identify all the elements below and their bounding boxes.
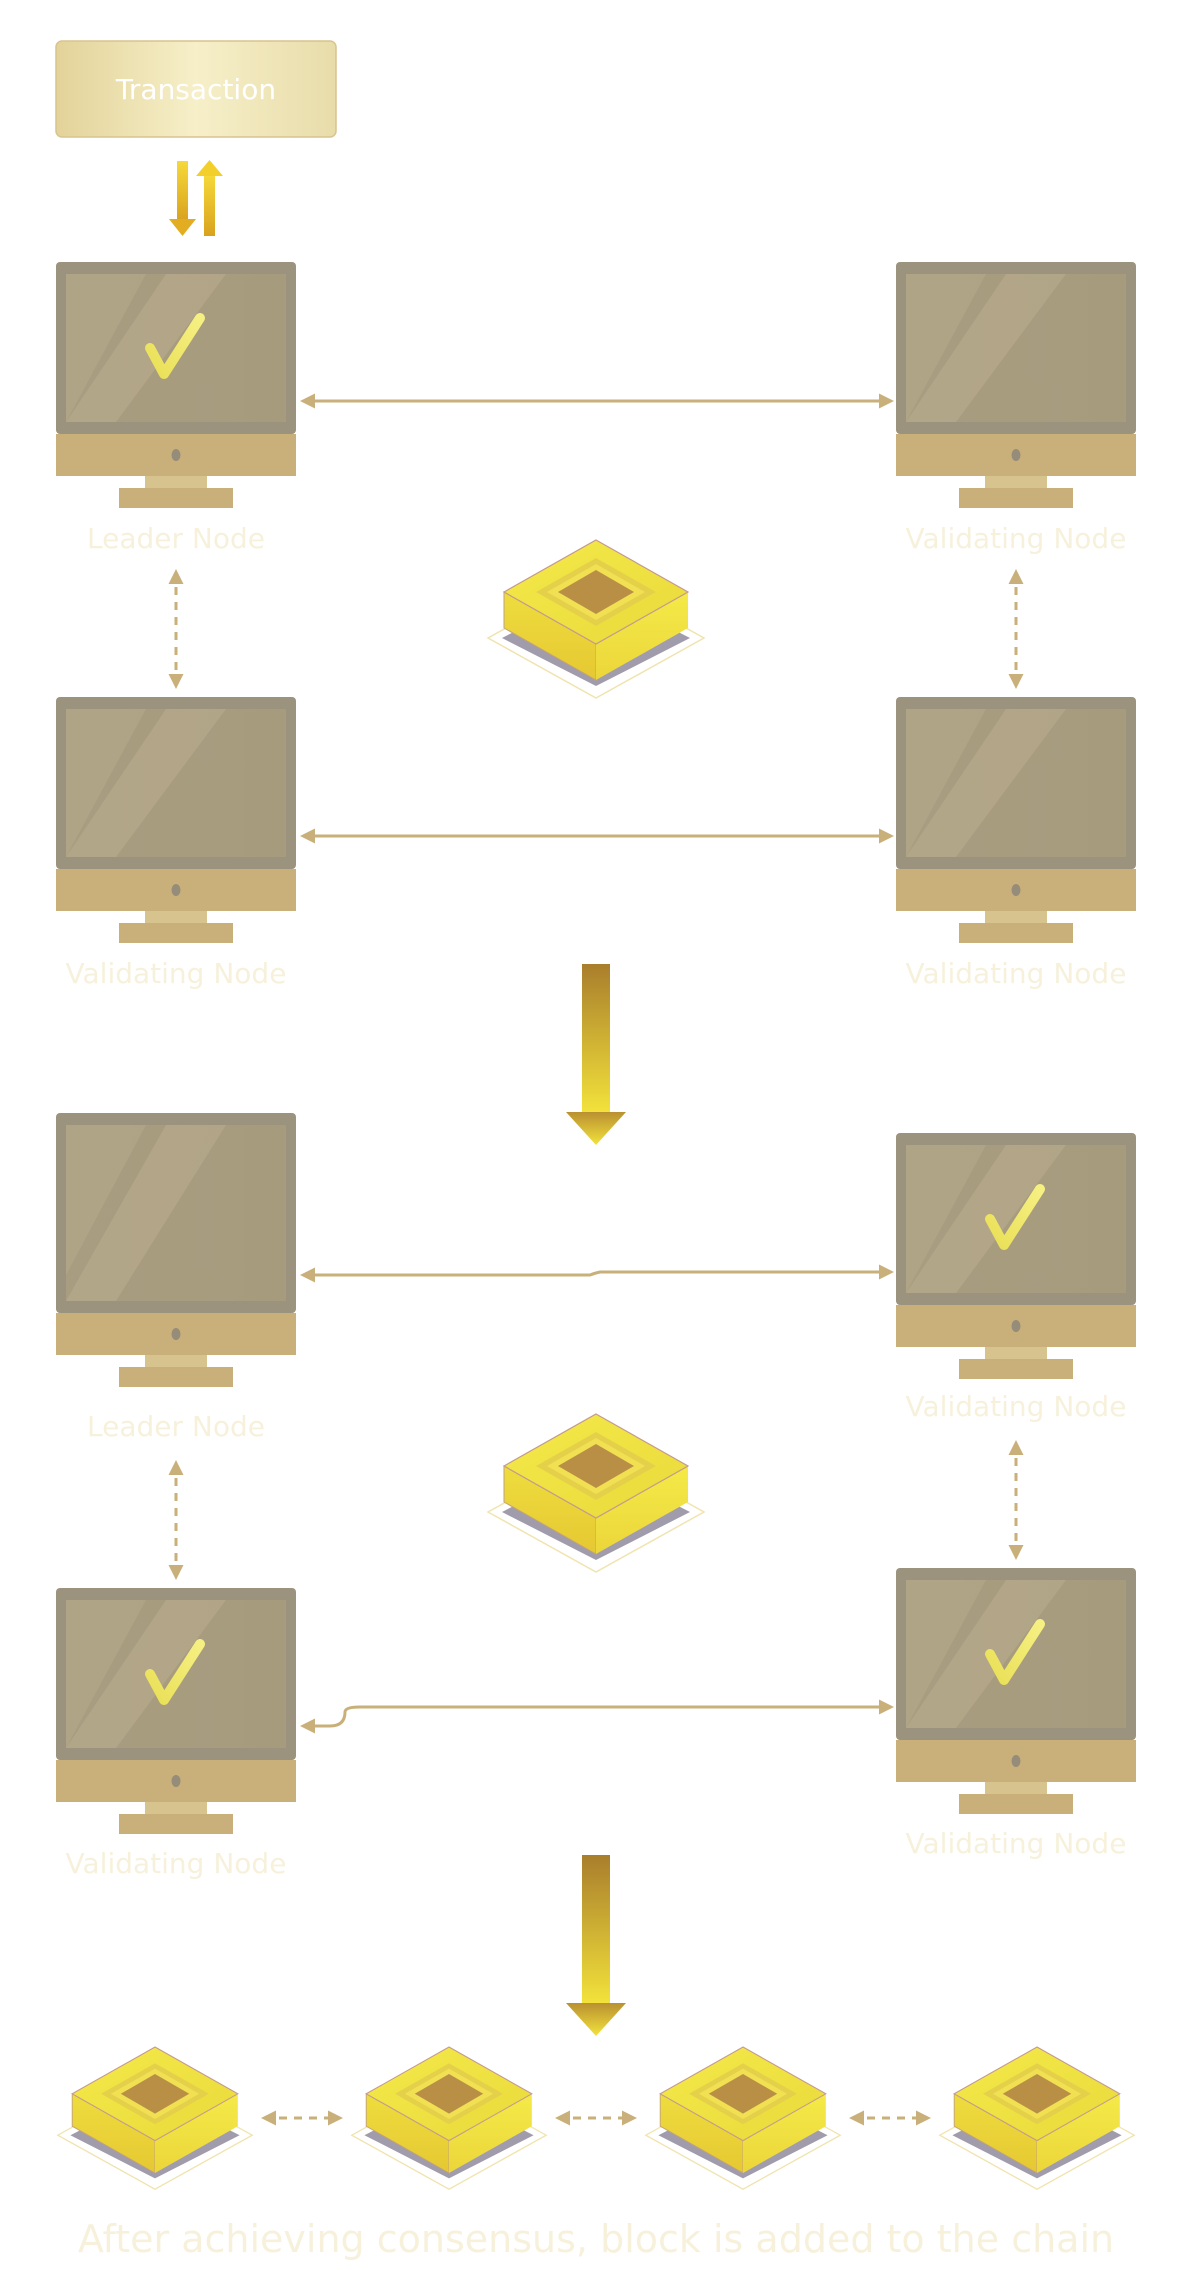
monitor-base — [959, 488, 1073, 508]
node-label: Leader Node — [87, 522, 265, 555]
monitor-neck — [145, 1355, 207, 1367]
screen-glare — [66, 709, 146, 857]
screen-glare — [906, 1145, 986, 1293]
node-label: Validating Node — [906, 957, 1127, 990]
power-led — [171, 1775, 181, 1787]
monitor-neck — [145, 911, 207, 923]
screen-glare — [906, 274, 986, 422]
chain-caption: After achieving consensus, block is adde… — [78, 2217, 1114, 2261]
power-led — [1011, 884, 1021, 896]
monitor-base — [119, 923, 233, 943]
monitor-base — [119, 1814, 233, 1834]
chain-block — [938, 2046, 1136, 2190]
monitor-neck — [145, 476, 207, 488]
blocks-layer — [56, 539, 1136, 2190]
consensus-block-stage1 — [486, 539, 706, 699]
check-icon — [145, 313, 205, 379]
check-icon — [985, 1184, 1045, 1250]
monitor-neck — [985, 911, 1047, 923]
screen-glare — [66, 1125, 146, 1275]
check-icon — [985, 1619, 1045, 1685]
check-icon — [145, 1639, 205, 1705]
computer-validating-3: Validating Node — [896, 1568, 1136, 1860]
screen-glare — [66, 709, 226, 857]
node-label: Leader Node — [87, 1410, 265, 1443]
stage-arrow-1 — [566, 964, 626, 1145]
chain-block — [644, 2046, 842, 2190]
computer-validating-1: Validating Node — [896, 262, 1136, 555]
power-led — [1011, 449, 1021, 461]
power-led — [1011, 1755, 1021, 1767]
chain-block — [56, 2046, 254, 2190]
monitor-neck — [985, 476, 1047, 488]
screen-glare — [66, 1600, 146, 1748]
screen-glare — [906, 709, 986, 857]
power-led — [171, 449, 181, 461]
computer-leader: Leader Node — [56, 262, 296, 555]
monitor-neck — [985, 1782, 1047, 1794]
monitor-base — [959, 923, 1073, 943]
screen-glare — [906, 709, 1066, 857]
connection-line — [300, 1264, 894, 1283]
node-label: Validating Node — [906, 1827, 1127, 1860]
monitor-neck — [985, 1347, 1047, 1359]
computer-validating-3: Validating Node — [896, 697, 1136, 990]
monitor-base — [119, 488, 233, 508]
transaction-label: Transaction — [115, 73, 276, 106]
consensus-block-stage2 — [486, 1413, 706, 1573]
connection-line — [300, 1699, 894, 1734]
monitor-neck — [145, 1802, 207, 1814]
node-label: Validating Node — [66, 1847, 287, 1880]
monitor-base — [959, 1794, 1073, 1814]
power-led — [171, 884, 181, 896]
power-led — [171, 1328, 181, 1340]
computer-validating-2: Validating Node — [56, 697, 296, 990]
screen-glare — [906, 1580, 986, 1728]
stage2-connections — [168, 1264, 1024, 1734]
transaction-box: Transaction — [55, 40, 337, 138]
screen-glare — [66, 1125, 226, 1301]
node-label: Validating Node — [66, 957, 287, 990]
computer-leader: Leader Node — [56, 1113, 296, 1443]
monitor-base — [119, 1367, 233, 1387]
stage-arrow-2 — [566, 1855, 626, 2036]
power-led — [1011, 1320, 1021, 1332]
computer-validating-1: Validating Node — [896, 1133, 1136, 1423]
transaction-arrows — [169, 160, 223, 236]
node-label: Validating Node — [906, 1390, 1127, 1423]
node-label: Validating Node — [906, 522, 1127, 555]
chain-block — [350, 2046, 548, 2190]
stage1-connections — [168, 393, 1024, 844]
screen-glare — [66, 274, 146, 422]
computer-validating-2: Validating Node — [56, 1588, 296, 1880]
monitor-base — [959, 1359, 1073, 1379]
screen-glare — [906, 274, 1066, 422]
